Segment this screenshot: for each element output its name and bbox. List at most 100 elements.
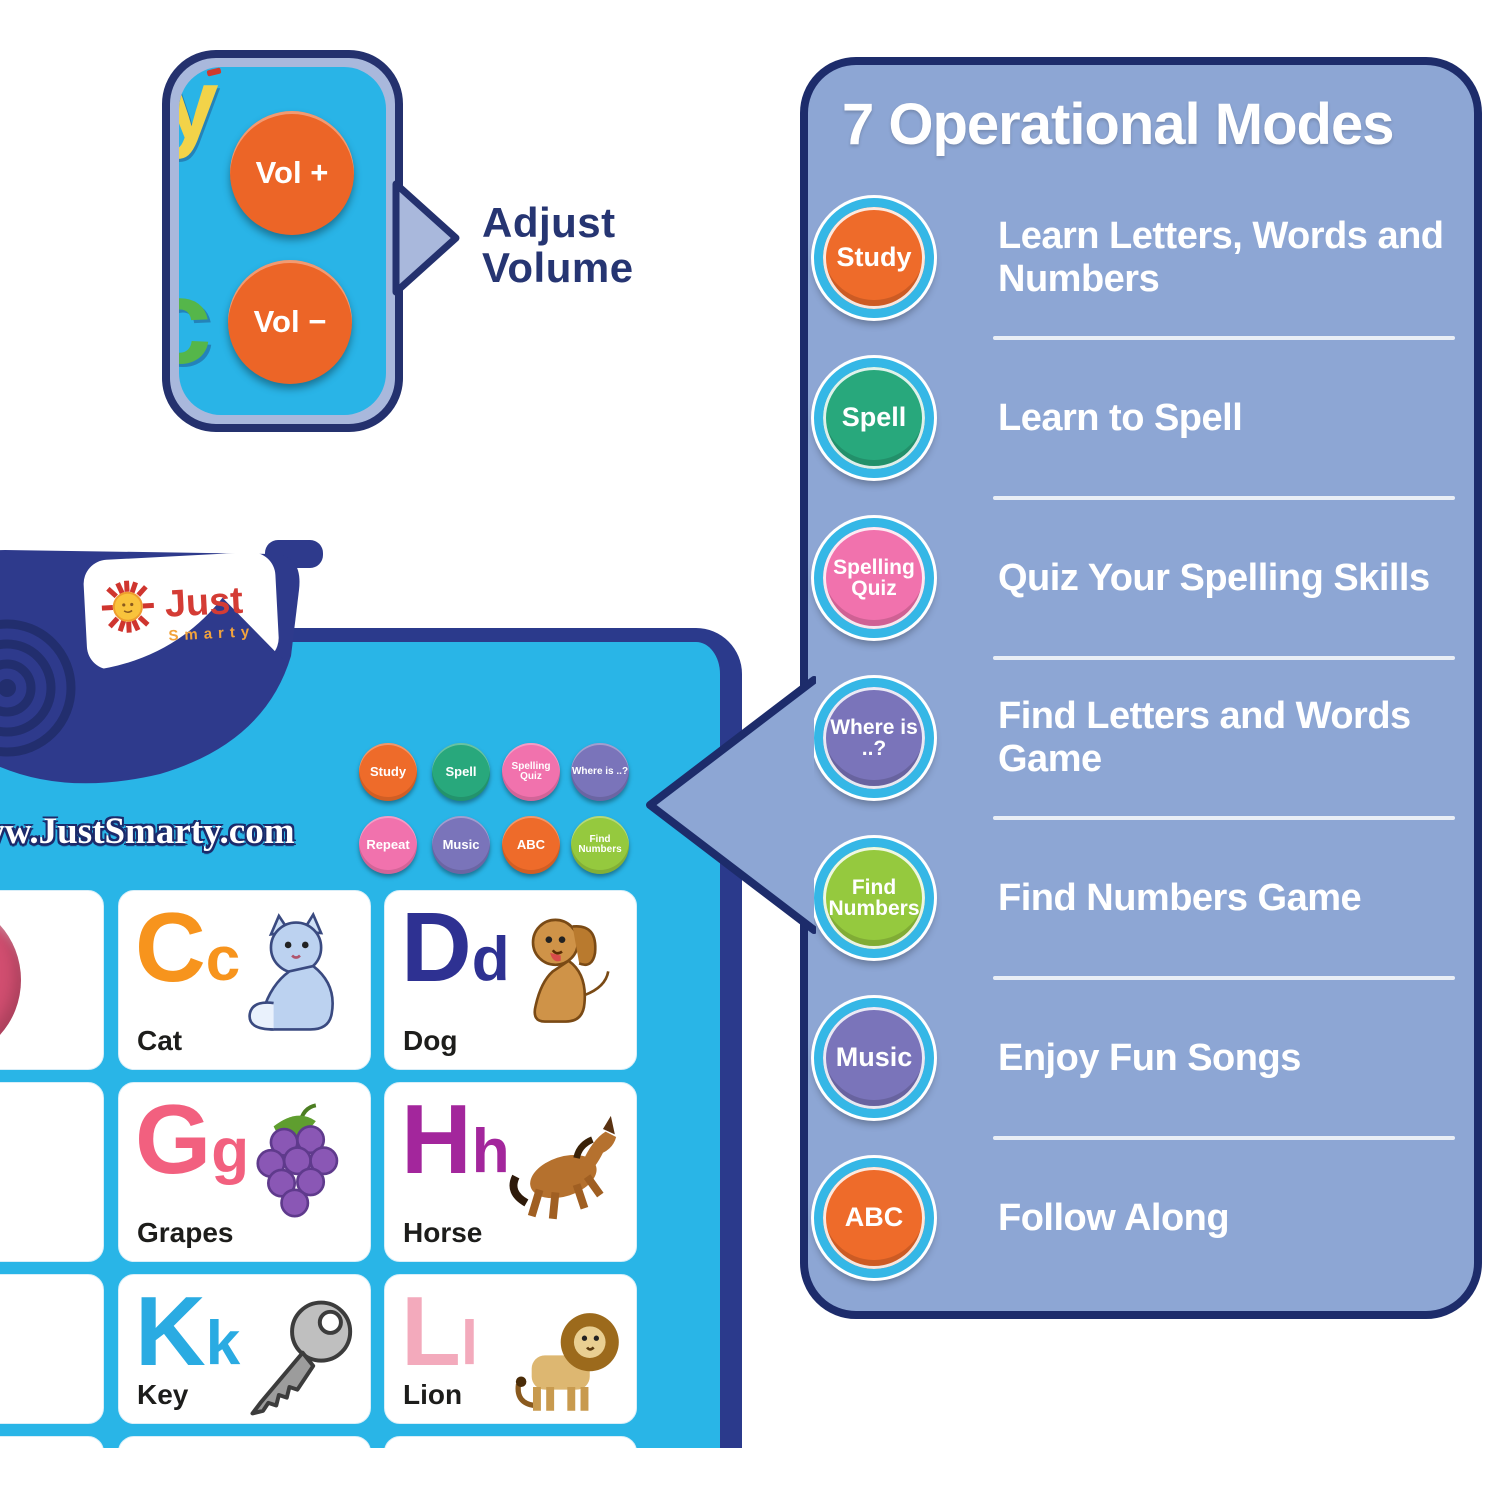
lowercase-letter: l [460,1309,479,1378]
cell-word: Horse [403,1217,483,1248]
beach-ball-illustration-icon [0,901,21,1059]
mode-button[interactable]: Spelling Quiz [814,518,934,638]
mode-row: Where is ..? Find Letters and Words Game [808,656,1474,818]
poster-mode-button-label: Find Numbers [578,833,622,855]
uppercase-letter: K [135,1276,206,1386]
alphabet-cell[interactable] [0,1436,104,1448]
poster-mode-button-label: Study [369,764,407,780]
uppercase-letter: L [401,1276,461,1386]
poster-mode-button-label: Where is ..? [571,765,629,777]
mode-row: Music Enjoy Fun Songs [808,976,1474,1138]
mode-description: Learn to Spell [998,396,1243,439]
mode-description: Learn Letters, Words and Numbers [998,215,1444,300]
operational-modes-panel: 7 Operational Modes Study Learn Letters,… [800,57,1482,1319]
cell-word: Key [137,1379,189,1410]
brand-name-top: Just [164,580,245,626]
uppercase-letter: G [135,1084,212,1194]
callout-arrow-icon [392,180,460,296]
juice-glass-illustration-icon [0,1285,21,1443]
speaker-unit: Just Smarty [0,540,323,784]
poster-mode-button-label: Repeat [366,837,410,853]
frog-illustration-icon [0,1093,21,1251]
alphabet-cell[interactable] [118,1436,371,1448]
cell-word: Lion [403,1379,463,1410]
mode-row: ABC Follow Along [808,1136,1474,1298]
poster-mode-button[interactable]: Study [359,743,417,801]
poster-mode-button-label: ABC [516,837,546,853]
poster-mode-button-label: Spell [445,764,477,780]
sun-logo-icon [101,580,154,633]
speaker-grille-icon [0,619,76,757]
poster-letter-y-partial: y [179,67,219,160]
mode-row: Study Learn Letters, Words and Numbers [808,178,1474,338]
mode-button-label: Spelling Quiz [833,555,915,600]
cell-word: Grapes [137,1217,234,1248]
alphabet-cell[interactable] [384,1436,637,1448]
panel-pointer-icon [646,676,816,934]
poster-mode-button[interactable]: ABC [502,816,560,874]
grapes-illustration-icon [234,1095,366,1237]
mode-button[interactable]: Where is ..? [814,678,934,798]
poster-mode-button[interactable]: Find Numbers [571,816,629,874]
poster-mode-button-label: Music [442,837,480,853]
cell-word: Cat [137,1025,183,1056]
alphabet-cell[interactable] [0,1274,104,1424]
volume-inset-callout: y c Vol + Vol − [162,50,403,432]
mode-description: Quiz Your Spelling Skills [998,556,1430,599]
brand-name-bottom: Smarty [168,623,256,645]
adjust-volume-label: Adjust Volume [482,199,634,292]
cell-word: Dog [403,1025,458,1056]
lowercase-letter: d [471,925,510,994]
mode-button[interactable]: ABC [814,1158,934,1278]
modes-list: Study Learn Letters, Words and Numbers S… [808,178,1474,1298]
mode-button-label: Where is ..? [830,715,918,760]
lowercase-letter: h [471,1117,510,1186]
mode-description: Follow Along [998,1196,1230,1239]
mode-row: Spell Learn to Spell [808,336,1474,498]
poster-mode-button[interactable]: Where is ..? [571,743,629,801]
mode-description: Enjoy Fun Songs [998,1036,1301,1079]
lowercase-letter: g [211,1117,250,1186]
mode-button[interactable]: Spell [814,358,934,478]
alphabet-cell[interactable] [0,890,104,1070]
panel-title: 7 Operational Modes [842,92,1394,157]
mode-button-label: Find Numbers [828,875,920,920]
uppercase-letter: H [401,1084,472,1194]
mode-button[interactable]: Find Numbers [814,838,934,958]
mode-button[interactable]: Study [814,198,934,318]
uppercase-letter: C [135,892,206,1002]
poster-mode-button[interactable]: Music [432,816,490,874]
lion-illustration-icon [500,1287,632,1429]
mode-button-label: ABC [844,1202,904,1233]
mode-description: Find Numbers Game [998,876,1362,919]
mode-button-label: Spell [841,402,907,433]
poster-mode-button[interactable]: Repeat [359,816,417,874]
uppercase-letter: D [401,892,472,1002]
poster-mode-button[interactable]: Spell [432,743,490,801]
key-illustration-icon [234,1287,366,1429]
volume-down-button[interactable]: Vol − [228,260,352,384]
dog-illustration-icon [500,903,632,1045]
mode-row: Spelling Quiz Quiz Your Spelling Skills [808,496,1474,658]
mode-button[interactable]: Music [814,998,934,1118]
volume-up-button[interactable]: Vol + [230,111,354,235]
poster-mode-button[interactable]: Spelling Quiz [502,743,560,801]
poster-letter-c-partial: c [179,253,212,391]
mode-button-label: Music [835,1042,913,1073]
alphabet-cell[interactable] [0,1082,104,1262]
mode-button-label: Study [836,242,912,273]
mode-row: Find Numbers Find Numbers Game [808,816,1474,978]
